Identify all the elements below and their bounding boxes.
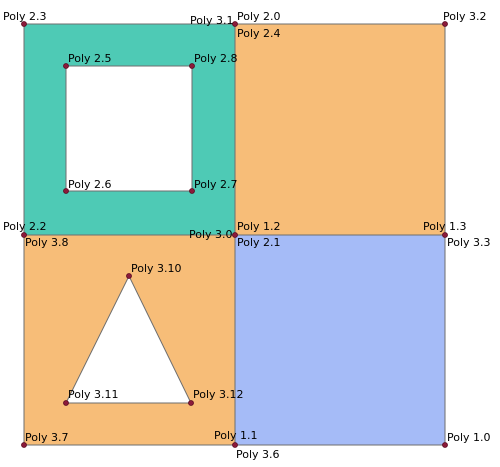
polygon-2[interactable] — [23, 23, 236, 236]
label-poly-3-2: Poly 3.2 — [443, 10, 487, 23]
label-poly-1-1: Poly 1.1 — [214, 429, 258, 442]
label-poly-2-4: Poly 2.4 — [237, 27, 281, 40]
label-poly-3-0: Poly 3.0 — [189, 228, 233, 241]
label-poly-3-3: Poly 3.3 — [447, 236, 491, 249]
label-poly-3-6: Poly 3.6 — [236, 448, 280, 461]
vertex-marker[interactable] — [232, 232, 238, 238]
label-poly-2-2: Poly 2.2 — [3, 220, 47, 233]
label-poly-3-12: Poly 3.12 — [193, 388, 244, 401]
vertex-marker[interactable] — [63, 400, 69, 406]
label-poly-2-6: Poly 2.6 — [68, 178, 112, 191]
vertex-markers — [21, 21, 448, 448]
vertex-marker[interactable] — [442, 442, 448, 448]
label-poly-2-1: Poly 2.1 — [237, 236, 281, 249]
label-poly-2-5: Poly 2.5 — [68, 52, 112, 65]
vertex-labels: Poly 2.3 Poly 3.1 Poly 2.0 Poly 3.2 Poly… — [3, 10, 491, 461]
label-poly-1-2: Poly 1.2 — [237, 220, 281, 233]
vertex-marker[interactable] — [21, 21, 27, 27]
label-poly-3-7: Poly 3.7 — [25, 431, 69, 444]
label-poly-2-8: Poly 2.8 — [194, 52, 238, 65]
vertex-marker[interactable] — [21, 442, 27, 448]
vertex-marker[interactable] — [442, 232, 448, 238]
label-poly-2-7: Poly 2.7 — [194, 178, 238, 191]
vertex-marker[interactable] — [63, 63, 69, 69]
vertex-marker[interactable] — [189, 63, 195, 69]
vertex-marker[interactable] — [232, 442, 238, 448]
vertex-marker[interactable] — [189, 188, 195, 194]
label-poly-3-11: Poly 3.11 — [68, 388, 119, 401]
vertex-marker[interactable] — [63, 188, 69, 194]
label-poly-3-10: Poly 3.10 — [131, 262, 182, 275]
vertex-marker[interactable] — [188, 400, 194, 406]
label-poly-1-3: Poly 1.3 — [423, 220, 467, 233]
label-poly-3-1: Poly 3.1 — [190, 14, 234, 27]
label-poly-1-0: Poly 1.0 — [447, 431, 491, 444]
label-poly-3-8: Poly 3.8 — [25, 236, 69, 249]
vertex-marker[interactable] — [442, 21, 448, 27]
label-poly-2-0: Poly 2.0 — [237, 10, 281, 23]
vertex-marker[interactable] — [126, 273, 132, 279]
label-poly-2-3: Poly 2.3 — [3, 10, 47, 23]
vertex-marker[interactable] — [232, 21, 238, 27]
vertex-marker[interactable] — [21, 232, 27, 238]
polygon-1[interactable] — [234, 234, 446, 446]
